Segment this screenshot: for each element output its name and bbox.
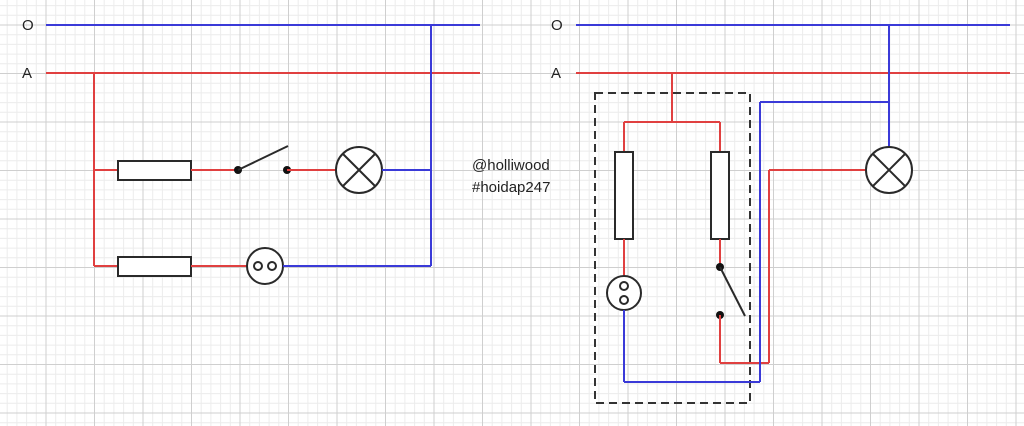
- label-neutral-left: O: [22, 17, 34, 34]
- switch-icon: [716, 263, 746, 319]
- label-phase-right: A: [551, 65, 561, 82]
- lamp-icon: [865, 146, 913, 194]
- distribution-panel: [594, 92, 751, 404]
- fuse-icon: [710, 151, 730, 240]
- socket-icon: [606, 275, 642, 311]
- socket-icon: [246, 247, 284, 285]
- watermark-line1: @holliwood: [472, 157, 550, 174]
- right-diagram: O A: [551, 17, 1010, 404]
- label-neutral-right: O: [551, 17, 563, 34]
- label-phase-left: A: [22, 65, 32, 82]
- left-diagram: O A: [22, 17, 480, 285]
- switch-icon: [234, 145, 291, 174]
- fuse-icon: [117, 160, 192, 181]
- fuse-icon: [614, 151, 634, 240]
- lamp-icon: [335, 146, 383, 194]
- watermark-line2: #hoidap247: [472, 179, 550, 196]
- fuse-icon: [117, 256, 192, 277]
